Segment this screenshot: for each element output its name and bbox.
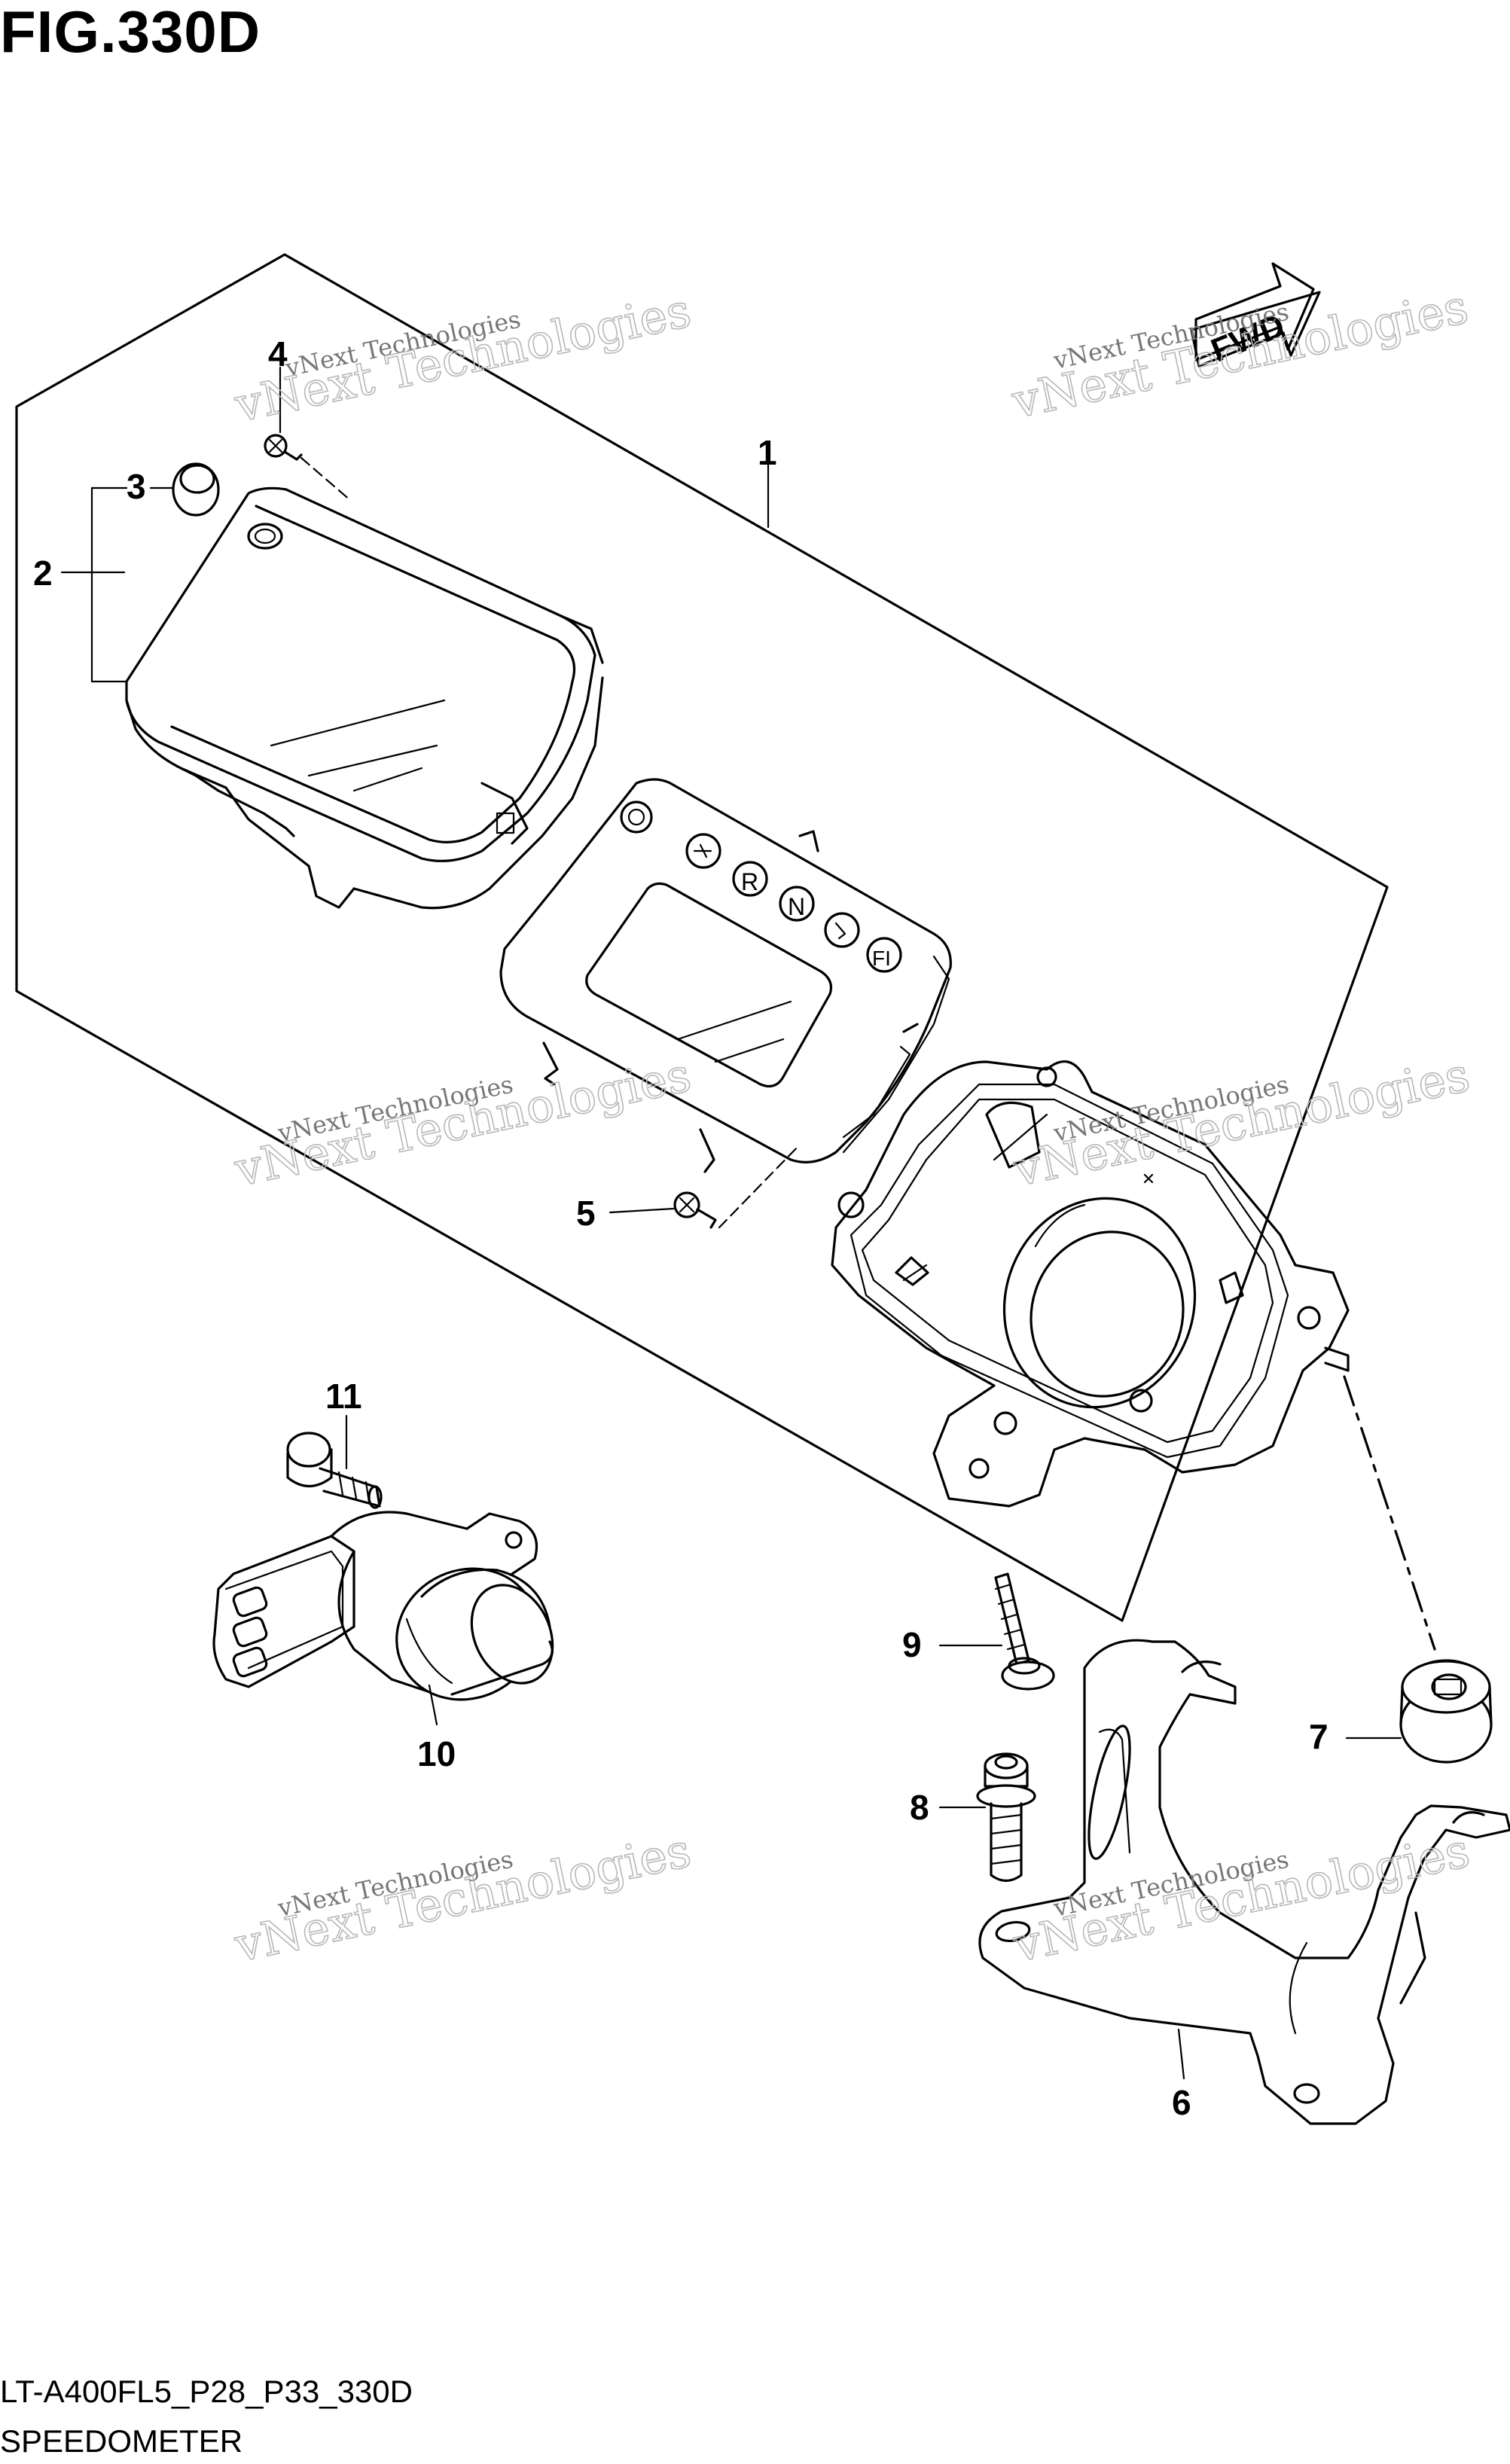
grommet-part-7: [1399, 1659, 1493, 1764]
callout-3: 3: [127, 467, 146, 506]
callout-4: 4: [268, 334, 288, 374]
speed-sensor-part-10: [212, 1511, 554, 1701]
callout-7: 7: [1309, 1717, 1328, 1756]
callout-5: 5: [576, 1194, 596, 1233]
callout-6: 6: [1172, 2083, 1191, 2122]
callout-2: 2: [33, 553, 53, 593]
figure-code: LT-A400FL5_P28_P33_330D: [0, 2374, 413, 2409]
callout-1: 1: [758, 433, 777, 472]
meter-lower-case: [831, 1060, 1350, 1508]
screw-part-9: [994, 1572, 1055, 1691]
screw-part-5: [673, 1191, 717, 1229]
bracket-part-6: [978, 1639, 1510, 2125]
screw-part-4: [264, 434, 303, 461]
watermark-bottom-right: vNext Technologies vNext Technologies: [1008, 1822, 1475, 1973]
assembly-outline: [15, 253, 1389, 1622]
grommet-part-3: [172, 462, 220, 517]
watermark-top-left: vNext Technologies vNext Technologies: [229, 282, 696, 433]
meter-cover-part-2: [125, 486, 604, 910]
figure-name: SPEEDOMETER: [0, 2423, 243, 2459]
watermark-bottom-left: vNext Technologies vNext Technologies: [229, 1822, 696, 1973]
bolt-part-11: [286, 1432, 383, 1509]
callout-9: 9: [902, 1625, 922, 1664]
callout-10: 10: [417, 1734, 456, 1773]
watermark-mid-left: vNext Technologies vNext Technologies: [229, 1046, 696, 1197]
bolt-part-8: [976, 1752, 1036, 1883]
dash-symbol-r: R: [741, 868, 758, 895]
dash-symbol-n: N: [788, 893, 805, 920]
figure-title: FIG.330D: [0, 0, 261, 65]
callout-11: 11: [325, 1377, 362, 1416]
lcd-display-panel: R N FI: [499, 778, 952, 1173]
callout-leaders: [60, 366, 1402, 2080]
dash-symbol-fi: FI: [872, 947, 891, 970]
callout-8: 8: [910, 1788, 929, 1827]
